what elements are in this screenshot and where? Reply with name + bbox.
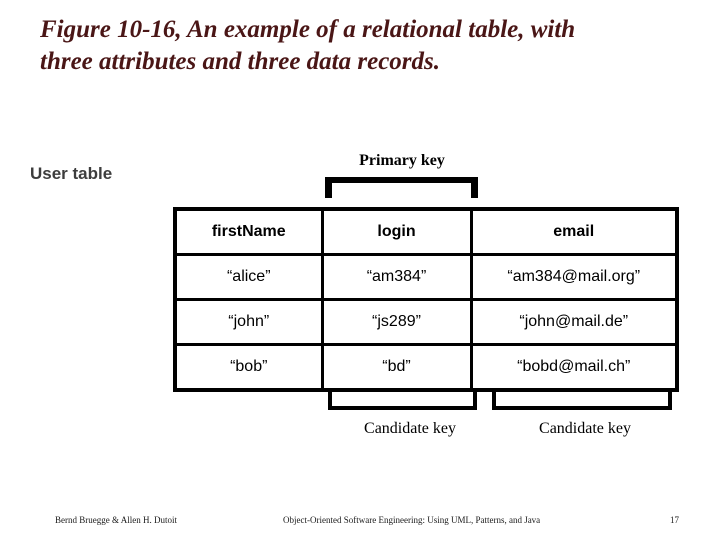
- column-header-firstname: firstName: [173, 207, 324, 256]
- primary-key-label: Primary key: [359, 152, 445, 169]
- candidate-key-bracket-login: [328, 392, 477, 410]
- cell-login: “am384”: [320, 253, 473, 301]
- cell-login: “js289”: [320, 298, 473, 346]
- footer-book-title: Object-Oriented Software Engineering: Us…: [283, 515, 541, 525]
- footer-authors: Bernd Bruegge & Allen H. Dutoit: [55, 515, 177, 525]
- primary-key-bracket: [325, 177, 478, 198]
- cell-email: “am384@mail.org”: [469, 253, 679, 301]
- cell-login: “bd”: [320, 343, 473, 392]
- cell-firstname: “alice”: [173, 253, 324, 301]
- slide-title: Figure 10-16, An example of a relational…: [40, 14, 695, 78]
- candidate-key-label-email: Candidate key: [539, 420, 631, 437]
- cell-email: “bobd@mail.ch”: [469, 343, 679, 392]
- column-header-email: email: [469, 207, 679, 256]
- column-header-login: login: [320, 207, 473, 256]
- slide-title-line-1: Figure 10-16, An example of a relational…: [40, 16, 576, 43]
- cell-firstname: “bob”: [173, 343, 324, 392]
- table-header-row: firstName login email: [173, 207, 679, 256]
- table-row: “alice” “am384” “am384@mail.org”: [173, 253, 679, 301]
- relational-table: firstName login email “alice” “am384” “a…: [173, 207, 679, 392]
- slide-title-line-2: three attributes and three data records.: [40, 48, 441, 75]
- cell-email: “john@mail.de”: [469, 298, 679, 346]
- table-row: “bob” “bd” “bobd@mail.ch”: [173, 343, 679, 392]
- candidate-key-bracket-email: [492, 392, 672, 410]
- table-row: “john” “js289” “john@mail.de”: [173, 298, 679, 346]
- footer-page-number: 17: [670, 515, 679, 525]
- cell-firstname: “john”: [173, 298, 324, 346]
- candidate-key-label-login: Candidate key: [364, 420, 456, 437]
- user-table-label: User table: [30, 164, 113, 183]
